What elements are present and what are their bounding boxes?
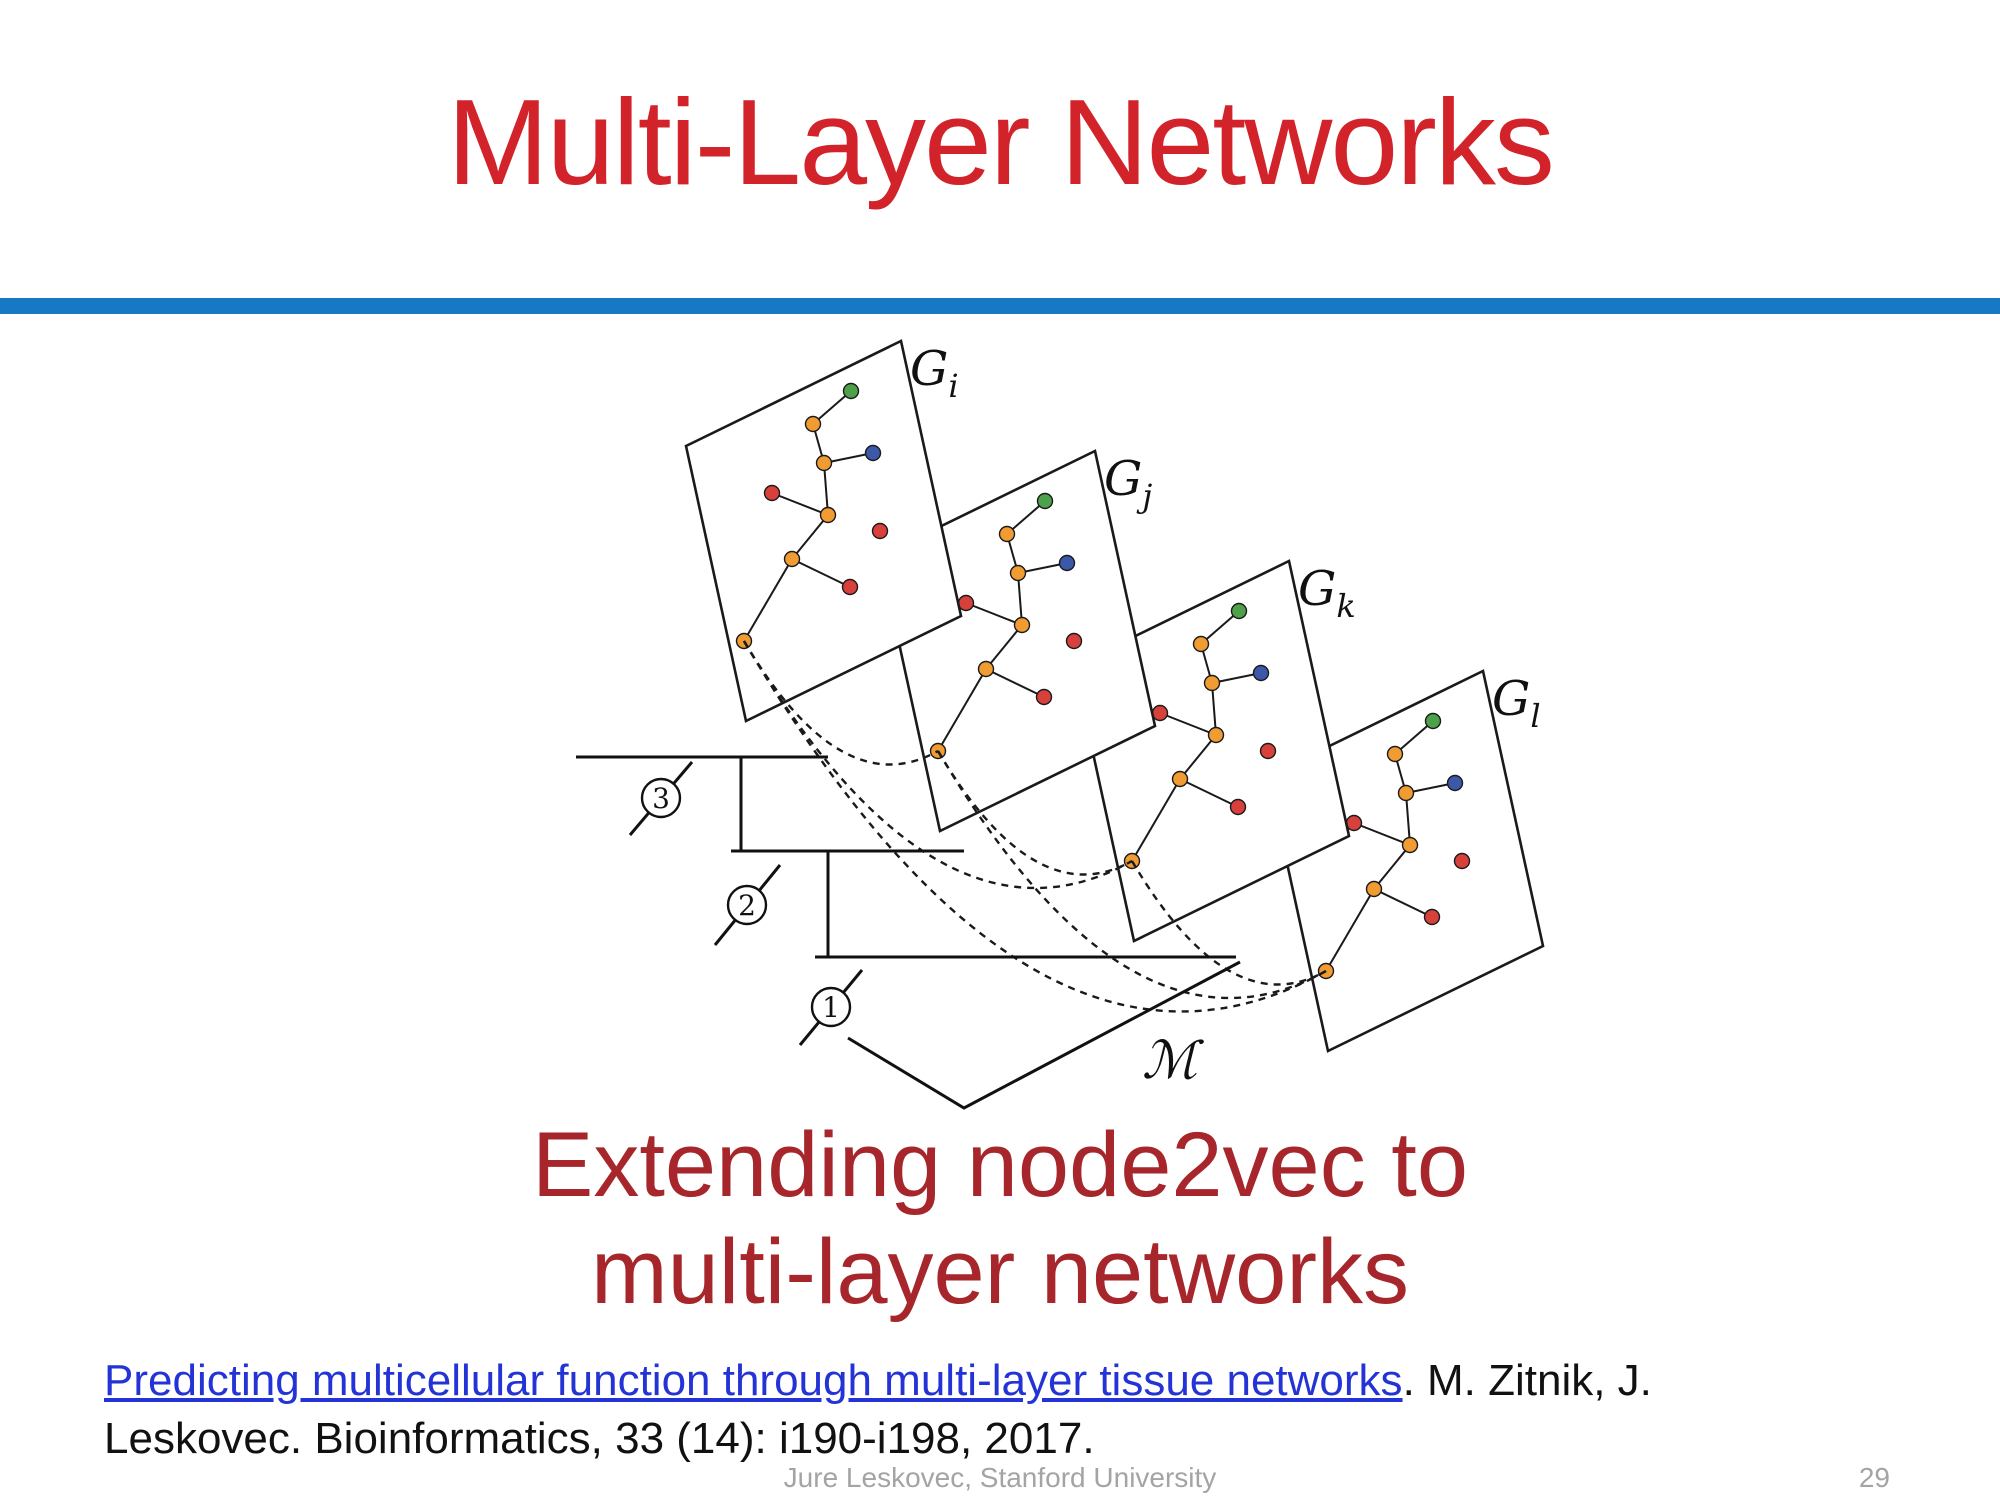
graph-node-red (1453, 852, 1471, 870)
level-marker-circle (810, 986, 852, 1028)
citation-line1: Predicting multicellular function throug… (104, 1352, 1964, 1410)
graph-node-red (1345, 814, 1363, 832)
graph-edge (1211, 682, 1217, 736)
network-layer-Gi: Gi (684, 339, 963, 723)
layer-sheet (878, 449, 1157, 833)
graph-edge (1394, 720, 1434, 755)
graph-edge (1006, 500, 1046, 535)
graph-node-orange (1207, 726, 1225, 744)
level-marker-number: 3 (652, 782, 670, 815)
subtitle-line2: multi-layer networks (591, 1220, 1409, 1323)
level-marker-circle (726, 884, 768, 926)
slide-title: Multi-Layer Networks (447, 74, 1555, 210)
graph-edge (985, 624, 1023, 670)
graph-edge (743, 558, 793, 642)
graph-node-orange (1401, 836, 1419, 854)
network-layer-Gl: Gl (1266, 669, 1545, 1053)
graph-node-orange (998, 525, 1016, 543)
graph-node-green (842, 382, 860, 400)
graph-edge (1353, 822, 1411, 846)
graph-edge (1017, 562, 1068, 574)
multilayer-network-diagram: Gl Gk Gj Gi 3 2 1ℳ (576, 339, 1545, 1110)
graph-node-red (1151, 704, 1169, 722)
graph-node-orange (1397, 784, 1415, 802)
graph-edge (1159, 712, 1217, 736)
title-divider (0, 298, 2000, 314)
graph-node-orange (1013, 616, 1031, 634)
base-line (847, 960, 1241, 1110)
graph-edge (1179, 778, 1239, 808)
subtitle-line1: Extending node2vec to (531, 1114, 1469, 1216)
graph-edge (1325, 888, 1375, 972)
network-layer-Gk: Gk (1072, 559, 1356, 943)
graph-node-orange (1171, 770, 1189, 788)
graph-edge (791, 558, 851, 588)
graph-edge (1179, 734, 1217, 780)
graph-edge (1017, 572, 1023, 626)
graph-node-orange (1386, 745, 1404, 763)
interlayer-link (742, 640, 1327, 1013)
graph-node-red (957, 594, 975, 612)
graph-node-orange (819, 506, 837, 524)
graph-node-blue (1252, 664, 1270, 682)
graph-node-green (1036, 492, 1054, 510)
graph-edge (823, 452, 874, 464)
graph-edge (791, 514, 829, 560)
graph-node-red (1229, 798, 1247, 816)
graph-node-orange (804, 415, 822, 433)
graph-node-orange (1203, 674, 1221, 692)
graph-node-blue (1058, 554, 1076, 572)
graph-edge (1211, 672, 1262, 684)
graph-node-orange (977, 660, 995, 678)
graph-node-orange (815, 454, 833, 472)
graph-edge (812, 390, 852, 425)
graph-node-blue (864, 444, 882, 462)
graph-node-red (1259, 742, 1277, 760)
manifold-label: ℳ (1142, 1031, 1204, 1091)
citation-line2: Leskovec. Bioinformatics, 33 (14): i190-… (104, 1414, 1095, 1464)
slide-subtitle: Extending node2vec to multi-layer networ… (0, 1112, 2000, 1325)
graph-edge (1405, 782, 1456, 794)
layer-label: Gj (1104, 451, 1152, 515)
layer-sheet (1266, 669, 1545, 1053)
layer-sheet (684, 339, 963, 723)
level-marker-number: 1 (822, 991, 840, 1024)
network-layer-Gj: Gj (878, 449, 1157, 833)
level-marker-circle (640, 777, 682, 819)
citation-link[interactable]: Predicting multicellular function throug… (104, 1356, 1403, 1405)
layer-label: Gi (910, 341, 959, 405)
graph-edge (937, 668, 987, 752)
graph-edge (823, 462, 829, 516)
citation: Predicting multicellular function throug… (104, 1352, 1964, 1468)
graph-edge (985, 668, 1045, 698)
interlayer-link (1130, 860, 1327, 986)
layer-sheet (1072, 559, 1351, 943)
graph-node-blue (1446, 774, 1464, 792)
graph-node-green (1424, 712, 1442, 730)
graph-node-red (1423, 908, 1441, 926)
graph-node-red (763, 484, 781, 502)
graph-node-red (871, 522, 889, 540)
footer-credit: Jure Leskovec, Stanford University (783, 1462, 1217, 1493)
graph-edge (1131, 778, 1181, 862)
graph-edge (1373, 888, 1433, 918)
layer-label: Gk (1298, 561, 1356, 625)
graph-node-orange (1365, 880, 1383, 898)
graph-node-orange (1192, 635, 1210, 653)
graph-edge (965, 602, 1023, 626)
graph-edge (1373, 844, 1411, 890)
graph-node-red (1065, 632, 1083, 650)
level-marker-number: 2 (738, 889, 756, 922)
layer-label: Gl (1492, 671, 1541, 735)
graph-node-orange (783, 550, 801, 568)
page-number: 29 (1858, 1462, 1890, 1493)
graph-edge (1200, 610, 1240, 645)
citation-authors: . M. Zitnik, J. (1402, 1356, 1652, 1405)
graph-edge (1405, 792, 1411, 846)
graph-node-red (1035, 688, 1053, 706)
graph-node-red (841, 578, 859, 596)
graph-node-orange (1009, 564, 1027, 582)
graph-node-green (1230, 602, 1248, 620)
graph-edge (771, 492, 829, 516)
